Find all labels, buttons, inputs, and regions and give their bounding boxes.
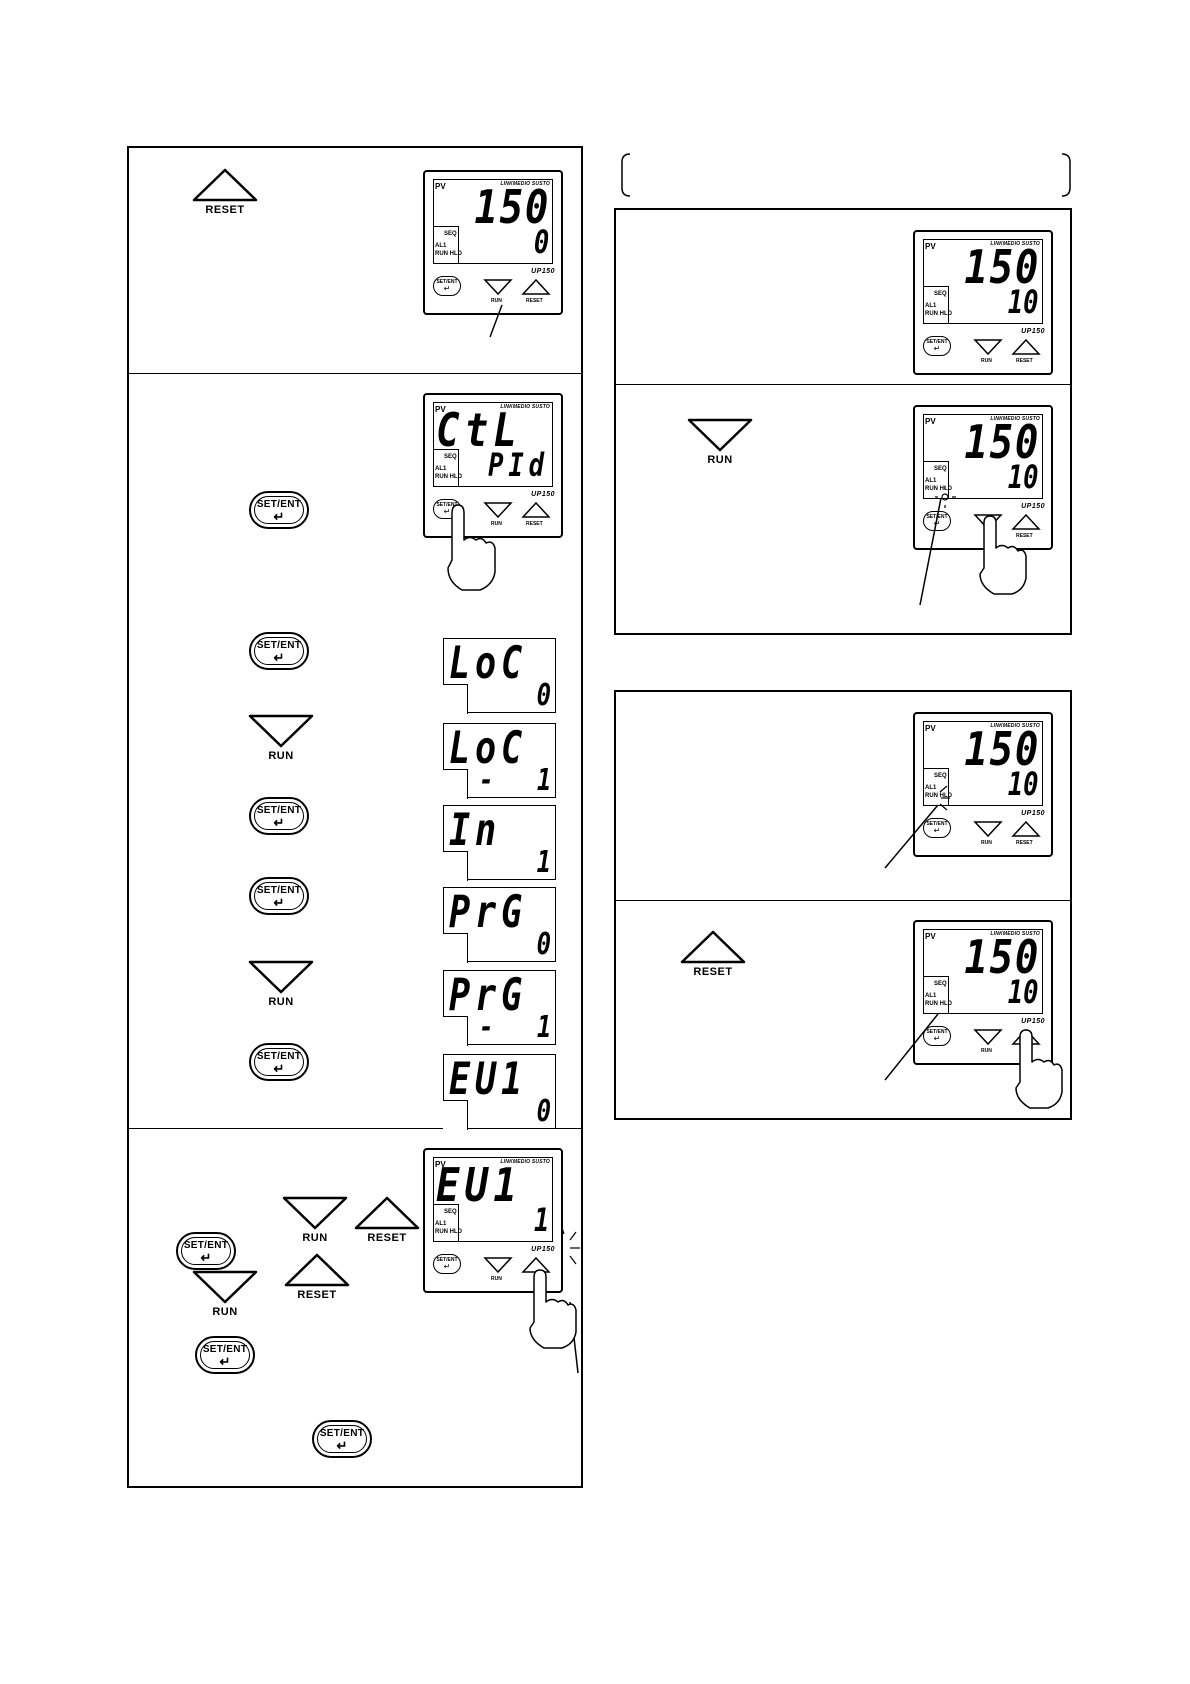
- flash-icon: [939, 785, 950, 811]
- al1-label: AL1: [435, 243, 447, 249]
- right-divider-1: [614, 384, 1072, 385]
- set-ent-key-4[interactable]: SET/ENT↵: [249, 877, 309, 915]
- run-key-right[interactable]: RUN: [687, 418, 753, 466]
- set-ent-key-5[interactable]: SET/ENT↵: [249, 1043, 309, 1081]
- pv-display: EU1: [436, 1158, 522, 1212]
- flash-icon: [561, 1227, 580, 1265]
- right-panel-2: [614, 690, 1072, 1120]
- lcd-window-5: PrG- 1: [442, 970, 556, 1046]
- controller-device-step2: PV LINKMEDIO SUSTO CtL PId SEQ AL1 RUN H…: [423, 393, 563, 538]
- set-ent-key-1[interactable]: SET/ENT↵: [249, 491, 309, 529]
- controller-device-step1: PV LINKMEDIO SUSTO 150 0 SEQ AL1 RUN HLD…: [423, 170, 563, 315]
- sv-display: 0: [533, 223, 549, 261]
- pv-display: 150: [474, 180, 550, 234]
- bracket-header: [621, 153, 1071, 197]
- device-set-ent-key[interactable]: SET/ENT↵: [433, 276, 461, 296]
- device-up-key[interactable]: [521, 278, 551, 296]
- down-triangle-icon: [687, 418, 753, 452]
- device-lcd: PV LINKMEDIO SUSTO CtL PId SEQ AL1 RUN H…: [433, 402, 553, 487]
- right-divider-2: [614, 900, 1072, 901]
- device-lcd: PV LINKMEDIO SUSTO EU1 1 SEQ AL1 RUN HLD: [433, 1157, 553, 1242]
- run-key-1[interactable]: RUN: [248, 714, 314, 762]
- set-ent-key-2[interactable]: SET/ENT↵: [249, 632, 309, 670]
- up-triangle-icon: [680, 930, 746, 964]
- left-procedure-panel: [127, 146, 583, 1488]
- brand-label: LINKMEDIO SUSTO: [500, 181, 550, 187]
- run-key-3[interactable]: RUN: [282, 1196, 348, 1244]
- pv-label: PV: [435, 182, 446, 191]
- reset-key-2[interactable]: RESET: [354, 1196, 420, 1244]
- controller-device-step3: PV LINKMEDIO SUSTO EU1 1 SEQ AL1 RUN HLD…: [423, 1148, 563, 1293]
- model-label: UP150: [531, 268, 555, 275]
- set-ent-key-6[interactable]: SET/ENT↵: [176, 1232, 236, 1270]
- hand-icon: [529, 1269, 577, 1349]
- hand-icon: [447, 504, 496, 591]
- reset-key-label: RESET: [205, 204, 245, 216]
- right-panel-1: [614, 208, 1072, 635]
- run-key-4[interactable]: RUN: [192, 1270, 258, 1318]
- run-key-2[interactable]: RUN: [248, 960, 314, 1008]
- set-ent-key-3[interactable]: SET/ENT↵: [249, 797, 309, 835]
- set-ent-key-7[interactable]: SET/ENT↵: [195, 1336, 255, 1374]
- down-triangle-icon: [248, 960, 314, 994]
- left-divider-1: [127, 373, 583, 374]
- up-triangle-icon: [192, 168, 258, 202]
- flash-icon: [935, 486, 956, 508]
- reset-key-3[interactable]: RESET: [284, 1253, 350, 1301]
- device-lcd: PV LINKMEDIO SUSTO 150 0 SEQ AL1 RUN HLD: [433, 179, 553, 264]
- seq-label: SEQ: [444, 231, 457, 237]
- pv-display: CtL: [436, 403, 522, 457]
- hand-icon: [979, 515, 1027, 595]
- hand-icon: [1015, 1029, 1063, 1109]
- lcd-window-2: LoC- 1: [442, 723, 556, 799]
- sv-display: 1: [533, 1201, 549, 1239]
- run-hld-label: RUN HLD: [435, 251, 462, 257]
- reset-key[interactable]: RESET: [192, 168, 258, 216]
- down-triangle-icon: [248, 714, 314, 748]
- set-ent-key-8[interactable]: SET/ENT↵: [312, 1420, 372, 1458]
- reset-key-right[interactable]: RESET: [680, 930, 746, 978]
- left-divider-2: [127, 1128, 583, 1129]
- sv-display: PId: [488, 446, 549, 484]
- device-down-key[interactable]: [483, 278, 513, 296]
